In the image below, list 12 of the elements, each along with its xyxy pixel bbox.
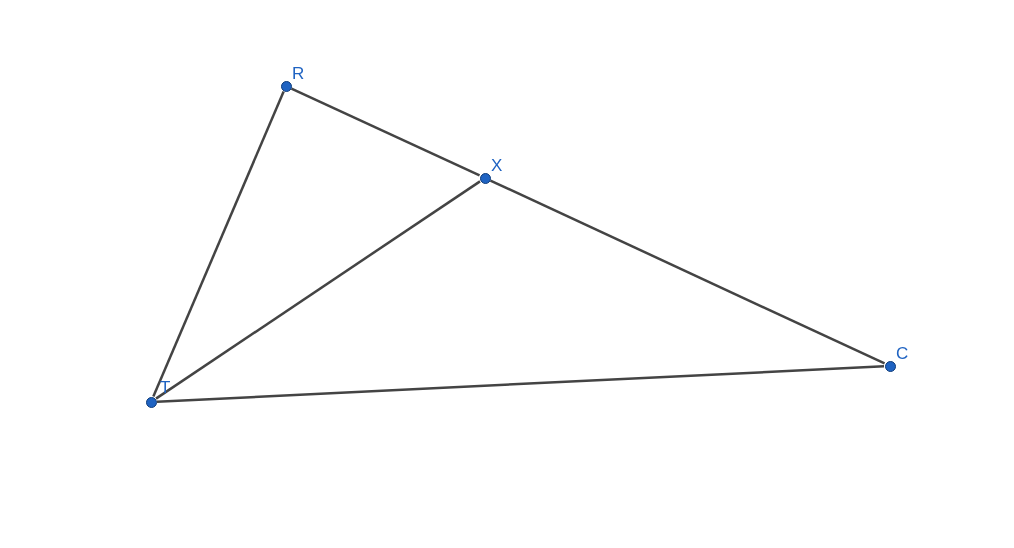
- point-label: R: [292, 65, 305, 82]
- point-label: C: [896, 345, 909, 362]
- point-marker: [145, 396, 157, 408]
- line-segment: [290, 87, 481, 177]
- point-label: X: [491, 157, 503, 174]
- line-segment: [155, 180, 481, 400]
- line-segment: [152, 91, 285, 397]
- line-segment: [489, 179, 886, 365]
- line-segment: [156, 365, 885, 403]
- point-marker: [884, 360, 896, 372]
- point-marker: [280, 80, 292, 92]
- point-marker: [479, 172, 491, 184]
